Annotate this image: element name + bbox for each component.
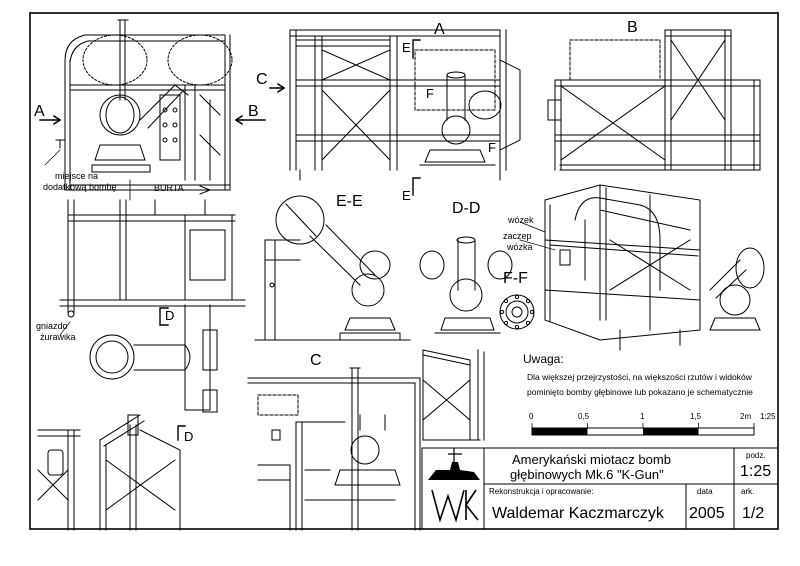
- scale-tick-3: 1,5: [690, 412, 702, 421]
- trolley-label: wózek: [507, 215, 534, 225]
- arrow-a-label: A: [34, 103, 45, 120]
- note-title: Uwaga:: [523, 352, 564, 366]
- ship-logo: [428, 448, 480, 523]
- detail-view-1-drawing: [37, 429, 81, 531]
- crane-socket-label-2: żurawika: [40, 332, 76, 342]
- view-b-title: B: [627, 19, 638, 36]
- cut-e-top-label: E: [402, 40, 411, 55]
- scale-bar: 0 0,5 1 1,5 2m 1:25: [529, 412, 776, 436]
- scale-tick-0: 0: [529, 412, 534, 421]
- view-c-drawing: [247, 367, 421, 531]
- front-view-drawing: [39, 19, 266, 191]
- view-b-drawing: [547, 29, 761, 171]
- author-header: Rekonstrukcja i opracowanie:: [489, 487, 594, 496]
- sheet-value: 1/2: [742, 505, 764, 522]
- scale-tick-2: 1: [640, 412, 645, 421]
- date-value: 2005: [689, 505, 725, 522]
- scale-tick-1: 0,5: [578, 412, 590, 421]
- cut-d-top-label: D: [165, 308, 174, 323]
- scale-tick-4: 2m: [740, 412, 751, 421]
- sheet-border: [29, 12, 779, 530]
- isometric-view-drawing: [544, 184, 765, 351]
- cut-e-bottom-label: E: [402, 188, 411, 203]
- drawing-title-line-2: głębinowych Mk.6 "K-Gun": [510, 467, 664, 482]
- section-ee-drawing: [254, 195, 411, 341]
- note-line-1: Dla większej przejrzystości, na większoś…: [527, 372, 753, 382]
- extra-bomb-label-1: miejsce na: [55, 171, 98, 181]
- detail-view-2-drawing: [99, 414, 181, 531]
- section-ff-drawing: [499, 294, 535, 330]
- date-header: data: [697, 487, 713, 496]
- cut-f-top-label: F: [426, 86, 434, 101]
- burta-label: BURTA: [154, 183, 184, 193]
- sheet-header: ark.: [741, 487, 754, 496]
- section-dd-title: D-D: [452, 200, 480, 217]
- side-view-drawing: [59, 179, 246, 441]
- view-c-title: C: [310, 352, 322, 369]
- cut-f-bottom-label: F: [488, 140, 496, 155]
- arrow-b-label: B: [248, 103, 259, 120]
- crane-socket-label-1: gniazdo: [36, 321, 68, 331]
- cut-d-bottom-label: D: [184, 429, 193, 444]
- scale-ratio: 1:25: [760, 412, 776, 421]
- scale-value: 1:25: [740, 463, 771, 480]
- detail-view-3-drawing: [422, 349, 485, 441]
- extra-bomb-label-2: dodatkową bombę: [43, 182, 117, 192]
- trolley-latch-label-1: zaczep: [503, 231, 532, 241]
- view-a-drawing: [269, 29, 521, 196]
- drawing-title-line-1: Amerykański miotacz bomb: [512, 452, 671, 467]
- arrow-c-label: C: [256, 71, 268, 88]
- section-ff-title: F-F: [503, 270, 528, 287]
- view-a-title: A: [434, 21, 445, 38]
- note-line-2: pominięto bomby głębinowe lub pokazano j…: [527, 387, 753, 397]
- section-ee-title: E-E: [336, 193, 363, 210]
- trolley-latch-label-2: wózka: [506, 242, 533, 252]
- scale-header: podz.: [746, 451, 766, 460]
- author-name: Waldemar Kaczmarczyk: [492, 505, 665, 522]
- section-dd-drawing: [419, 236, 513, 334]
- title-block: [421, 447, 779, 530]
